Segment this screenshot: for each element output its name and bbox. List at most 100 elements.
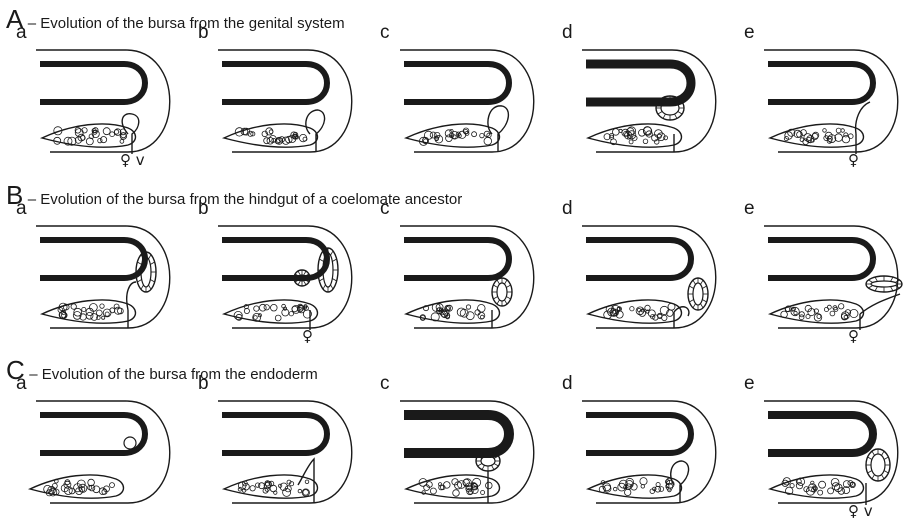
egg-cell: [818, 490, 823, 495]
egg-cell: [110, 308, 115, 313]
panel-label: c: [380, 22, 390, 44]
egg-cell: [648, 310, 655, 317]
panel-label: a: [16, 198, 27, 220]
bursa-epithelium: [482, 465, 485, 469]
egg-cell: [435, 135, 443, 143]
egg-cell: [850, 309, 858, 317]
egg-cell: [659, 487, 664, 492]
bursa-epithelium: [137, 280, 141, 283]
egg-cell: [668, 303, 675, 310]
gut: [40, 64, 145, 102]
bursa-epithelium: [149, 255, 152, 259]
egg-cell: [250, 486, 255, 491]
gut: [404, 64, 509, 102]
gut: [768, 64, 873, 102]
bursa-epithelium: [494, 464, 498, 467]
bursa-epithelium: [332, 259, 336, 262]
bursa-epithelium: [702, 286, 706, 289]
diagram-panel: d: [552, 22, 728, 164]
egg-cell: [65, 480, 70, 485]
bursa-epithelium: [149, 285, 152, 289]
diagram-panel: e♀: [734, 22, 910, 164]
egg-cell: [120, 140, 124, 144]
bursa-epithelium: [493, 297, 497, 300]
bursa-epithelium: [701, 304, 704, 308]
egg-cell: [110, 483, 115, 488]
diagram-panel: b♀: [188, 198, 364, 340]
egg-cell: [836, 128, 841, 133]
egg-cell: [305, 480, 309, 484]
bursa-lumen: [871, 281, 897, 287]
diagram-panel: e♀: [734, 198, 910, 340]
bursa-diagram: ♀ v: [734, 395, 910, 517]
bursa-epithelium: [150, 280, 154, 283]
gland: [124, 437, 136, 449]
egg-cell: [256, 483, 260, 487]
panel-label: a: [16, 22, 27, 44]
bursa-epithelium: [298, 271, 301, 275]
bursa-diagram: [188, 44, 364, 166]
diagram-panel: a: [6, 198, 182, 340]
ovary: [770, 124, 864, 147]
ovary: [588, 300, 682, 323]
egg-cell: [459, 131, 466, 138]
egg-cell: [466, 305, 470, 309]
egg-cell: [98, 138, 102, 142]
egg-cell: [254, 316, 258, 320]
egg-cell: [794, 311, 797, 314]
egg-cell: [653, 315, 658, 320]
egg-cell: [264, 305, 269, 310]
bursa-epithelium: [884, 457, 888, 460]
egg-cell: [806, 314, 810, 318]
panel-label: d: [562, 373, 573, 395]
bursa-epithelium: [891, 287, 894, 291]
diagram-panel: c: [370, 22, 546, 164]
panel-label: d: [562, 22, 573, 44]
genital-pore-label: ♀ v: [848, 502, 873, 520]
egg-cell: [824, 307, 828, 311]
bursa-epithelium: [492, 465, 495, 469]
bursa-epithelium: [150, 262, 154, 265]
bursa-diagram: [552, 395, 728, 517]
gut: [222, 240, 327, 278]
bursa-epithelium: [506, 285, 510, 288]
bursa-diagram: [370, 220, 546, 342]
bursa-epithelium: [493, 285, 497, 288]
egg-cell: [254, 306, 259, 311]
egg-cell: [480, 133, 484, 137]
diagram-panel: c: [370, 373, 546, 515]
bursa-epithelium: [872, 475, 875, 479]
egg-cell: [114, 304, 119, 309]
bursa-epithelium: [701, 280, 704, 284]
egg-cell: [430, 488, 436, 494]
bursa-diagram: [6, 220, 182, 342]
egg-cell: [481, 491, 485, 495]
egg-cell: [625, 489, 631, 495]
egg-cell: [790, 484, 794, 488]
bursa-lumen: [497, 283, 507, 301]
egg-cell: [444, 482, 451, 489]
egg-cell: [643, 139, 648, 144]
egg-cell: [86, 138, 93, 145]
bursa-epithelium: [331, 285, 334, 289]
egg-cell: [838, 488, 845, 495]
genital-pore-label: ♀: [302, 327, 313, 345]
bursa-diagram: ♀ v: [6, 44, 182, 166]
gut: [586, 240, 691, 278]
bursa-epithelium: [298, 281, 301, 285]
egg-cell: [629, 140, 633, 144]
egg-cell: [828, 488, 834, 494]
egg-cell: [827, 305, 831, 309]
egg-cell: [664, 136, 668, 140]
bursa-epithelium: [137, 262, 141, 265]
panel-label: e: [744, 373, 755, 395]
ovary: [30, 475, 124, 498]
bursa-epithelium: [693, 304, 696, 308]
egg-cell: [619, 129, 622, 132]
egg-cell: [478, 305, 486, 313]
diagram-panel: d: [552, 198, 728, 340]
gut: [222, 64, 327, 102]
gut: [404, 415, 509, 453]
bursa-epithelium: [497, 280, 500, 284]
bursa-epithelium: [868, 457, 872, 460]
